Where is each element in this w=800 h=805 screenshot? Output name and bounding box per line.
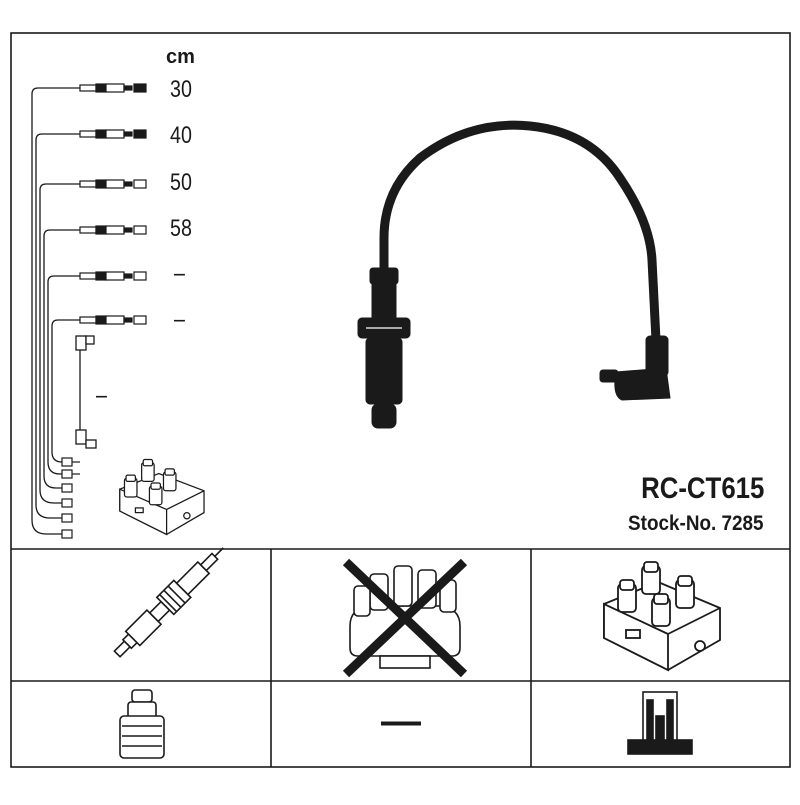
coil-lead-length: – [96,382,107,409]
length-unit: cm [166,46,195,68]
coil-terminal-icon [627,691,693,755]
lead-length-5: – [174,260,185,287]
frame [10,32,791,768]
lead-length-3: 50 [170,169,192,196]
lead-length-4: 58 [170,215,192,242]
coil-pack-small-icon [119,458,205,536]
spark-plug-icon [113,547,224,658]
none-symbol: — [381,699,421,743]
stock-number: Stock-No. 7285 [628,512,764,535]
lead-length-2: 40 [170,122,192,149]
lead-length-6: – [174,306,185,333]
part-number: RC-CT615 [640,472,764,505]
lead-length-1: 30 [170,76,192,103]
ignition-cable-illustration [357,120,671,429]
svg-text:—: — [381,699,421,743]
ignition-coil-icon [603,561,721,672]
distributor-cap-excluded-icon [342,558,468,678]
coil-lead-icon [75,335,97,449]
lead-set-legend [31,87,80,535]
plug-terminal-icon [119,689,165,759]
lead-connectors [61,83,147,539]
